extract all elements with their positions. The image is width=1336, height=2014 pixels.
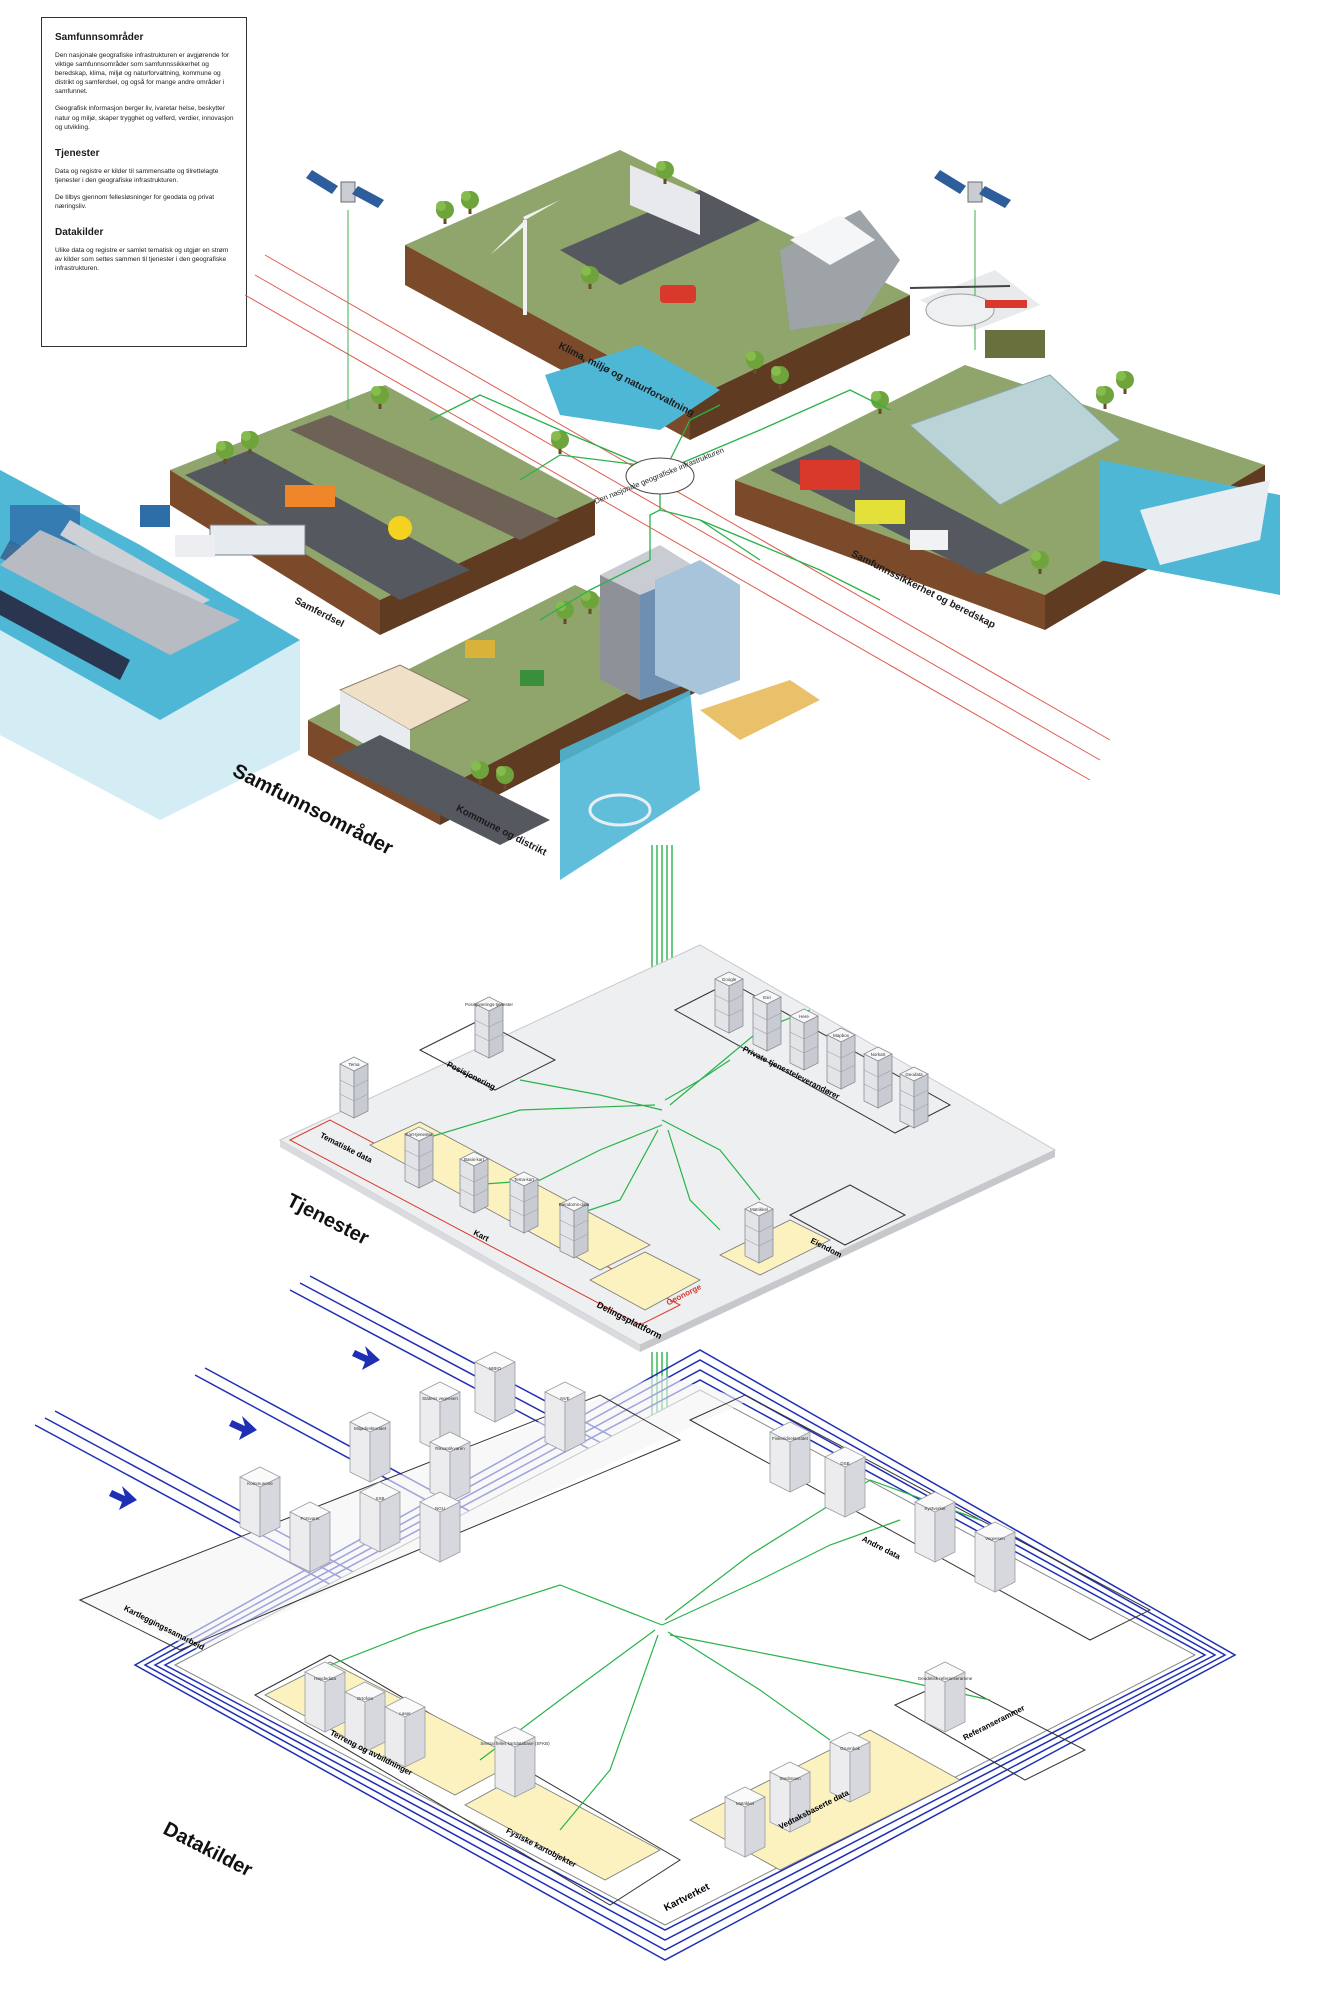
service-server-label-11: Eiendoms-data xyxy=(559,1202,590,1207)
data-source-6 xyxy=(359,1481,401,1553)
data-source-7 xyxy=(289,1501,331,1573)
service-server-label-12: Matrikkel xyxy=(750,1207,768,1212)
layer-label-datakilder: Datakilder xyxy=(160,1818,256,1882)
data-source-label-0: Kommunene xyxy=(247,1481,273,1486)
service-server-label-10: Tema-kart xyxy=(514,1177,535,1182)
service-server-label-0: Posisjonerings-tjenester xyxy=(465,1002,514,1007)
data-source-label-6: SSB xyxy=(375,1496,384,1501)
legend-datakilder-title: Datakilder xyxy=(55,227,104,239)
tile-kommune xyxy=(308,545,820,880)
data-source-label-15: Laser xyxy=(399,1711,411,1716)
data-source-label-13: Høydedata xyxy=(314,1676,337,1681)
legend-datakilder-text: Ulike data og registre er samlet tematis… xyxy=(55,247,229,273)
data-source-label-1: NIBIO xyxy=(489,1366,502,1371)
tjenester-layer: Posisjonerings-tjenester GoogleEsriHereMa… xyxy=(278,944,1057,1352)
data-source-3 xyxy=(544,1381,586,1453)
tile-klima xyxy=(405,150,910,440)
data-source-label-10: DSB xyxy=(840,1461,849,1466)
data-source-label-17: Matrikkel xyxy=(736,1801,754,1806)
legend-tjenester-text-2: De tilbys gjennom fellesløsninger for ge… xyxy=(55,193,215,211)
legend-samfunn-text-2: Geografisk informasjon berger liv, ivare… xyxy=(55,105,234,131)
data-source-label-20: Geodetisk referanseramme xyxy=(918,1676,973,1681)
legend-tjenester-title: Tjenester xyxy=(55,147,100,159)
data-source-label-9: Fiskeridirektoratet xyxy=(772,1436,809,1441)
data-source-label-7: Forsvaret xyxy=(300,1516,320,1521)
service-server-label-2: Esri xyxy=(763,995,771,1000)
legend-box: Samfunnsområder Den nasjonale geografisk… xyxy=(41,17,247,347)
data-source-label-2: Statens vegvesen xyxy=(422,1396,458,1401)
legend-samfunn-title: Samfunnsområder xyxy=(55,32,144,43)
red-guide-lines xyxy=(244,254,1111,781)
tile-samferdsel xyxy=(140,385,595,635)
layer-label-tjenester: Tjenester xyxy=(283,1190,372,1250)
helicopter-icon xyxy=(909,285,1027,327)
data-source-15 xyxy=(384,1696,426,1768)
data-source-19 xyxy=(829,1731,871,1803)
datakilder-layer: Kommunene NIBIO Statens vegvesen NVE Miljødi… xyxy=(34,1275,1237,1961)
data-source-11 xyxy=(914,1491,956,1563)
sea-harbour xyxy=(0,470,300,820)
data-source-label-19: Grunnbok xyxy=(840,1746,861,1751)
tile-beredskap xyxy=(735,270,1280,630)
data-source-5 xyxy=(429,1431,471,1503)
service-server-label-3: Here xyxy=(799,1014,809,1019)
data-source-13 xyxy=(304,1661,346,1733)
samfunn-layer: Den nasjonale geografiske infrastrukture… xyxy=(0,150,1280,880)
data-source-label-18: Stedsnavn xyxy=(779,1776,801,1781)
legend-tjenester-text-1: Data og registre er kilder til sammensat… xyxy=(55,167,219,184)
satellite-right-icon xyxy=(934,170,1011,350)
tjenester-servers: Posisjonerings-tjenester GoogleEsriHereMa… xyxy=(339,971,929,1264)
data-source-4 xyxy=(349,1411,391,1483)
data-source-8 xyxy=(419,1491,461,1563)
data-source-label-5: Riksantikvaren xyxy=(435,1446,465,1451)
data-source-17 xyxy=(724,1786,766,1858)
data-source-10 xyxy=(824,1446,866,1518)
data-source-20 xyxy=(924,1661,966,1733)
data-source-label-16: Sentral felles kartdatabase (SFKB) xyxy=(480,1741,550,1746)
satellite-left-icon xyxy=(306,170,384,410)
flow-arrow-icon xyxy=(109,1346,380,1510)
samfunn-connections xyxy=(429,389,891,621)
data-source-label-14: Ortofoto xyxy=(357,1696,374,1701)
data-source-16 xyxy=(494,1726,536,1798)
data-source-1 xyxy=(474,1351,516,1423)
data-source-12 xyxy=(974,1521,1016,1593)
data-source-0 xyxy=(239,1466,281,1538)
datakilder-boxes: Kommunene NIBIO Statens vegvesen NVE Miljødi… xyxy=(239,1351,1016,1858)
service-server-label-9: Basis-kart xyxy=(464,1157,485,1162)
service-server-label-4: Mapbox xyxy=(833,1033,850,1038)
data-source-label-12: Vegvesen xyxy=(985,1536,1005,1541)
data-source-label-8: NGU xyxy=(435,1506,445,1511)
service-server-label-7: Tema xyxy=(348,1062,360,1067)
service-server-label-1: Google xyxy=(722,977,737,982)
data-source-9 xyxy=(769,1421,811,1493)
legend-samfunn-text-1: Den nasjonale geografiske infrastrukture… xyxy=(55,52,230,96)
service-server-label-8: Kart-tjenester xyxy=(405,1132,433,1137)
data-source-label-4: Miljødirektoratet xyxy=(354,1426,387,1431)
service-server-label-6: Geodata xyxy=(905,1072,923,1077)
service-server-label-5: Norkart xyxy=(871,1052,887,1057)
data-source-label-11: Kystverket xyxy=(924,1506,946,1511)
data-source-label-3: NVE xyxy=(560,1396,569,1401)
harbour-pier xyxy=(0,530,240,655)
